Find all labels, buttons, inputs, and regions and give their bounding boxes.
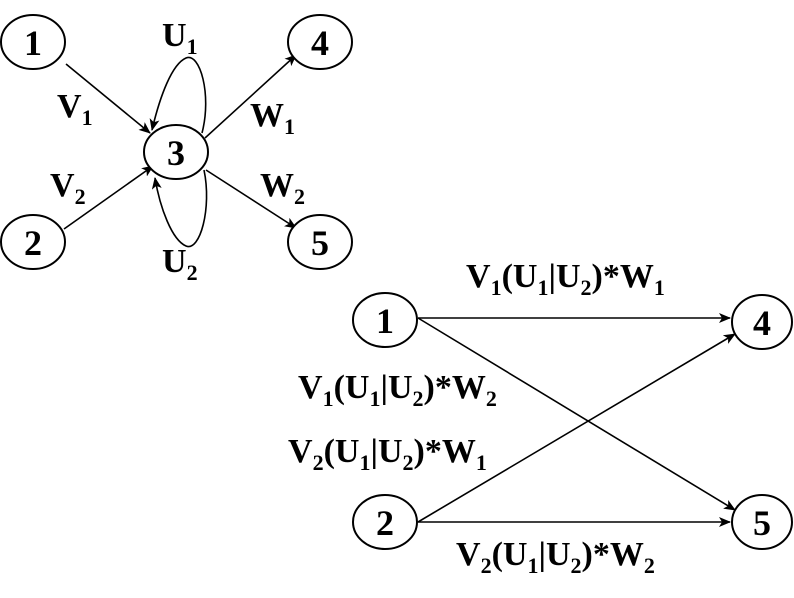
top-node-4-label: 4 [311,23,329,63]
top-node-1-label: 1 [24,23,42,63]
top-node-3: 3 [143,124,209,180]
edge-u1-loop [149,56,207,134]
top-node-4: 4 [287,14,353,70]
label-path-2-5: V2(U1|U2)*W2 [456,536,655,578]
label-w2: W2 [260,167,305,209]
edge-w2 [205,169,297,229]
edge-w1 [204,54,297,139]
edge-u2-loop [151,169,208,248]
label-path-1-5: V1(U1|U2)*W2 [298,369,497,411]
bottom-node-5-label: 5 [753,503,771,543]
top-node-3-label: 3 [167,133,185,173]
bottom-node-4: 4 [731,294,793,350]
label-u1: U1 [162,17,198,59]
label-u2: U2 [162,243,198,285]
label-v2: V2 [50,167,86,209]
bottom-node-2-label: 2 [376,503,394,543]
label-v1: V1 [57,88,93,130]
bottom-node-4-label: 4 [753,303,771,343]
top-node-5: 5 [287,214,353,270]
top-node-5-label: 5 [311,223,329,263]
top-node-1: 1 [0,14,66,70]
label-path-1-4: V1(U1|U2)*W1 [466,258,665,300]
edge-2-4 [417,333,736,523]
edge-v1 [65,63,151,134]
top-node-2: 2 [0,214,66,270]
bottom-node-5: 5 [731,494,793,550]
bottom-node-1: 1 [352,292,418,348]
edge-v2 [63,165,154,230]
label-w1: W1 [250,97,295,139]
edge-1-5 [417,317,736,511]
bottom-node-1-label: 1 [376,301,394,341]
label-path-2-4: V2(U1|U2)*W1 [288,433,487,475]
top-node-2-label: 2 [24,223,42,263]
bottom-node-2: 2 [352,494,418,550]
